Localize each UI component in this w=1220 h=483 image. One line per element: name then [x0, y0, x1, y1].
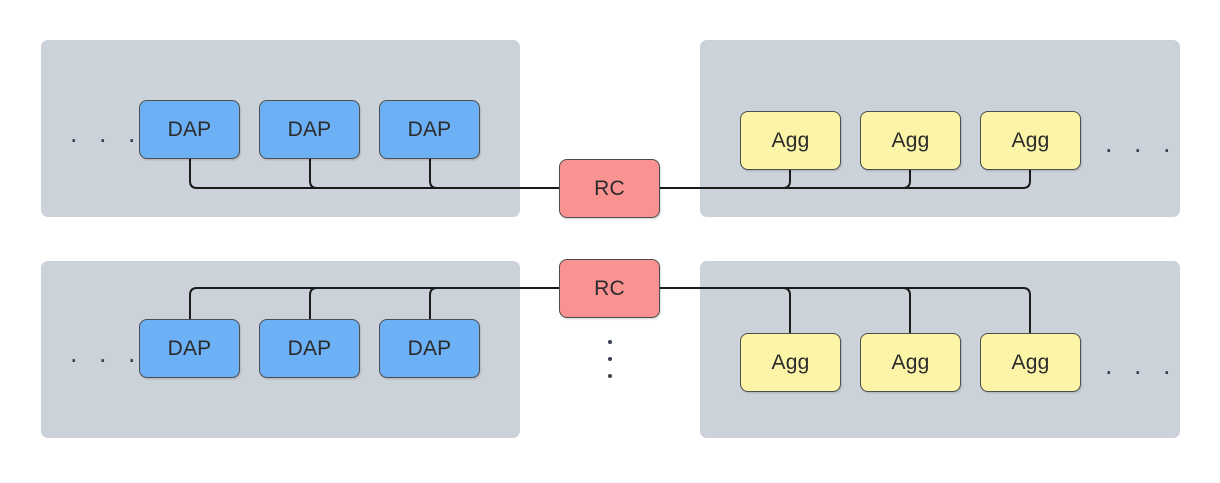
row1-rc-node[interactable]: RC — [559, 159, 660, 218]
row2-left-ellipsis: . . . — [70, 338, 143, 368]
row1-dap-node-3-label: DAP — [407, 117, 452, 141]
vertical-dot-3 — [608, 374, 612, 378]
row2-dap-node-1-label: DAP — [167, 336, 212, 360]
row2-rc-node-label: RC — [594, 276, 625, 300]
row1-dap-node-2-label: DAP — [287, 117, 332, 141]
row2-agg-node-1[interactable]: Agg — [740, 333, 841, 392]
row2-dap-node-3-label: DAP — [407, 336, 452, 360]
row2-dap-node-2-label: DAP — [287, 336, 332, 360]
row1-agg-node-2-label: Agg — [891, 128, 930, 152]
row1-rc-node-label: RC — [594, 176, 625, 200]
row2-agg-node-3-label: Agg — [1011, 350, 1050, 374]
rc-vertical-ellipsis — [607, 340, 613, 378]
row1-dap-node-3[interactable]: DAP — [379, 100, 480, 159]
row2-agg-node-2[interactable]: Agg — [860, 333, 961, 392]
row2-agg-node-2-label: Agg — [891, 350, 930, 374]
row1-agg-node-3[interactable]: Agg — [980, 111, 1081, 170]
row1-agg-node-3-label: Agg — [1011, 128, 1050, 152]
row2-dap-node-2[interactable]: DAP — [259, 319, 360, 378]
row2-agg-node-3[interactable]: Agg — [980, 333, 1081, 392]
row2-dap-node-3[interactable]: DAP — [379, 319, 480, 378]
row2-dap-node-1[interactable]: DAP — [139, 319, 240, 378]
row1-right-ellipsis: . . . — [1105, 128, 1178, 158]
row1-agg-node-1[interactable]: Agg — [740, 111, 841, 170]
row2-agg-node-1-label: Agg — [771, 350, 810, 374]
row1-left-ellipsis: . . . — [70, 118, 143, 148]
row1-dap-node-1[interactable]: DAP — [139, 100, 240, 159]
row1-dap-node-2[interactable]: DAP — [259, 100, 360, 159]
row2-rc-node[interactable]: RC — [559, 259, 660, 318]
row1-agg-node-2[interactable]: Agg — [860, 111, 961, 170]
vertical-dot-1 — [608, 340, 612, 344]
row1-dap-node-1-label: DAP — [167, 117, 212, 141]
row2-right-ellipsis: . . . — [1105, 350, 1178, 380]
vertical-dot-2 — [608, 357, 612, 361]
row1-agg-node-1-label: Agg — [771, 128, 810, 152]
